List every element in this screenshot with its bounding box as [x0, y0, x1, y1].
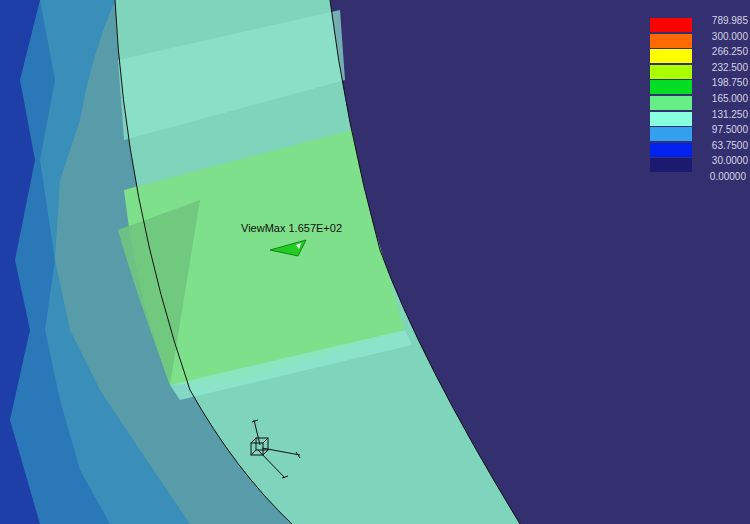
legend-swatch	[650, 112, 692, 126]
legend-value: 266.250	[692, 46, 748, 58]
legend-swatch	[650, 143, 692, 157]
legend-value: 63.7500	[692, 140, 748, 152]
legend-swatch	[650, 80, 692, 94]
legend-value: 165.000	[692, 93, 748, 105]
legend-swatch	[650, 49, 692, 63]
legend-swatch	[650, 158, 692, 172]
legend-swatch	[650, 65, 692, 79]
legend-swatch	[650, 127, 692, 141]
view-max-label: ViewMax 1.657E+02	[241, 222, 342, 234]
legend-value: 30.0000	[692, 155, 748, 167]
legend-swatch	[650, 96, 692, 110]
legend-value: 198.750	[692, 77, 748, 89]
legend-value: 789.985	[692, 15, 748, 27]
legend-value: 300.000	[692, 31, 748, 43]
legend-value: 131.250	[692, 109, 748, 121]
legend-swatch	[650, 34, 692, 48]
legend-value: 0.00000	[690, 171, 746, 183]
legend-swatch	[650, 18, 692, 32]
legend-value: 232.500	[692, 62, 748, 74]
legend-value: 97.5000	[692, 124, 748, 136]
